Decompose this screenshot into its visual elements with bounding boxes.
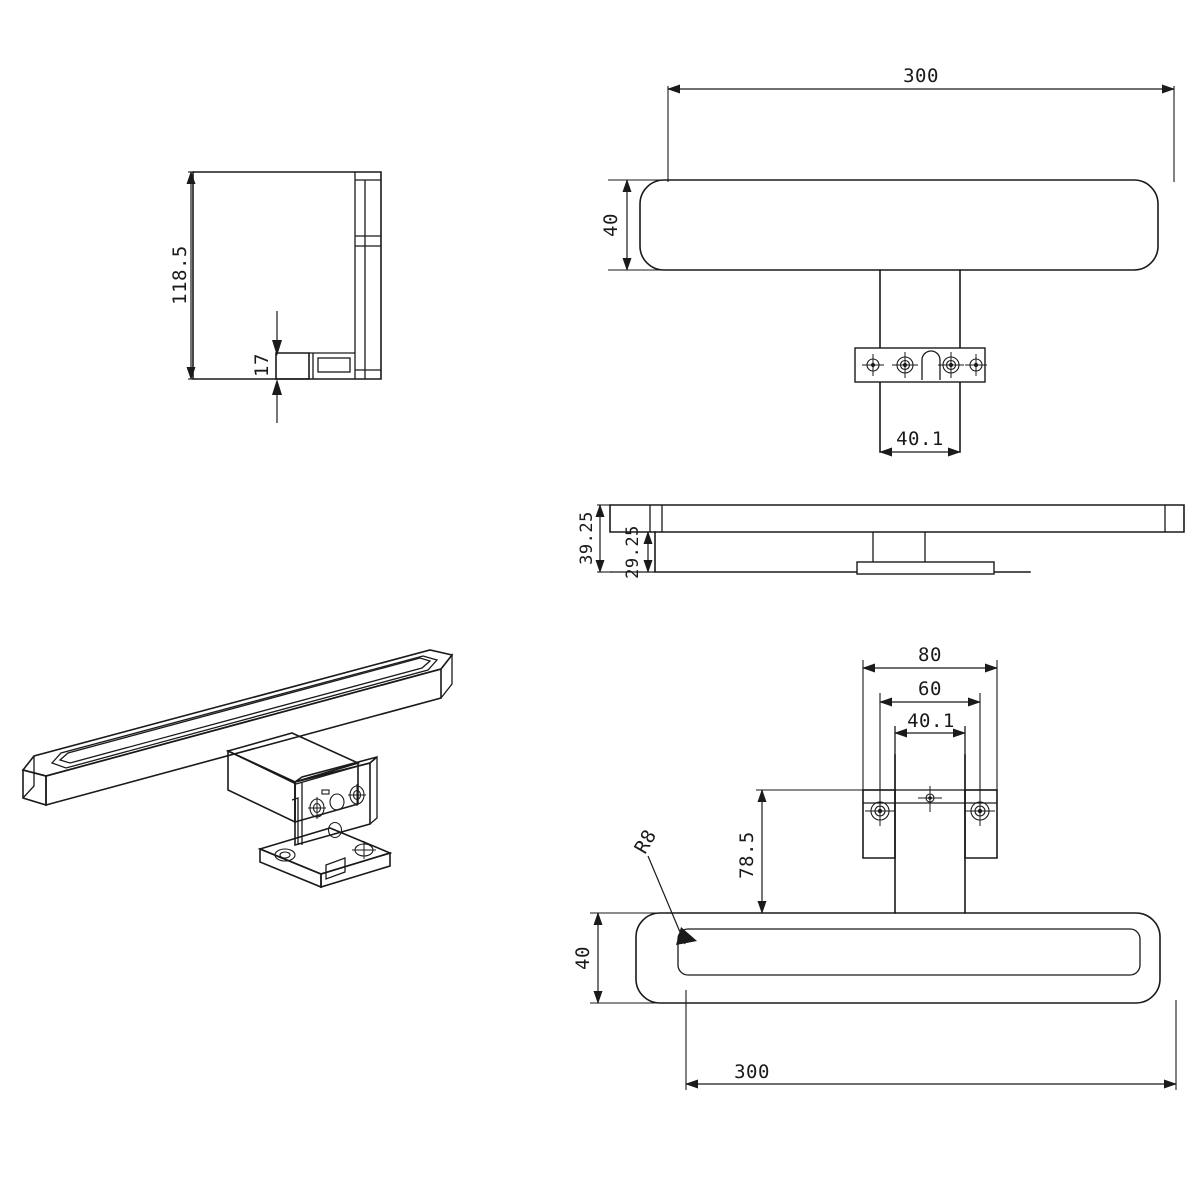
iso-wall-plate-top xyxy=(257,827,393,875)
iso-arm-top-face xyxy=(225,732,361,783)
center-arch-slot xyxy=(921,350,941,380)
iso-arm-left-face xyxy=(227,749,296,824)
iso-screw-right xyxy=(348,784,366,806)
arrow-17-up xyxy=(272,379,282,395)
view-side-left: 118.5 17 xyxy=(169,171,382,423)
bracket-ear-left xyxy=(862,789,896,859)
iso-bar-recess-inner xyxy=(58,657,432,764)
iso-arm-seam-a xyxy=(231,752,297,785)
view-isometric xyxy=(21,649,454,889)
side-left-slot xyxy=(317,357,351,373)
iso-plate-hole-left xyxy=(274,848,296,862)
iso-wall-plate-right xyxy=(320,851,391,889)
view-side-profile: 39.25 29.25 xyxy=(577,504,1185,579)
iso-lower-hole xyxy=(327,821,343,839)
dimension-78-5: 78.5 xyxy=(736,831,758,879)
bottom-front-body xyxy=(635,912,1161,1004)
top-front-body xyxy=(639,179,1159,271)
iso-junction-edge xyxy=(291,797,299,845)
arrow-17-down xyxy=(272,340,282,356)
dimension-300-bottom: 300 xyxy=(734,1061,770,1083)
iso-plate-hole-left-inner xyxy=(279,851,291,859)
bracket-ear-right xyxy=(964,789,998,859)
dimension-118-5: 118.5 xyxy=(169,245,191,305)
radius-leader-r8: R8 xyxy=(630,826,697,945)
view-top-front: 300 40 40.1 xyxy=(600,65,1175,457)
dimension-300-top: 300 xyxy=(903,65,939,87)
iso-bar-left-edge xyxy=(22,756,35,799)
dimension-40-bottom-view: 40 xyxy=(572,946,594,970)
dimension-29-25: 29.25 xyxy=(623,525,643,579)
profile-top-bar xyxy=(609,504,1185,533)
screw-hole-3 xyxy=(938,352,964,378)
side-left-outline xyxy=(192,171,382,380)
arrow-r8 xyxy=(676,927,697,945)
iso-arm-right-face xyxy=(294,761,359,824)
view-bottom-front: 80 60 40.1 78.5 40 R8 300 xyxy=(572,644,1177,1090)
dimension-r8: R8 xyxy=(630,826,661,858)
dimension-60: 60 xyxy=(918,678,942,700)
iso-junction-side xyxy=(369,755,378,825)
side-left-foot-block xyxy=(275,352,310,380)
screw-hole-2 xyxy=(892,352,918,378)
screw-hole-4 xyxy=(965,354,987,376)
bottom-front-inner-recess xyxy=(677,928,1141,976)
iso-plate-hole-right xyxy=(352,841,376,859)
dimension-40-top-view: 40 xyxy=(600,213,622,237)
dimension-39-25: 39.25 xyxy=(577,511,597,565)
iso-cable-hole xyxy=(329,793,345,811)
iso-screw-left xyxy=(308,797,326,819)
iso-bar-right-cap xyxy=(440,653,453,699)
dimension-40-1-bottom: 40.1 xyxy=(907,710,955,732)
iso-bar-recess xyxy=(50,655,439,769)
iso-bar-left-seam xyxy=(34,772,47,777)
dimension-17: 17 xyxy=(251,353,273,377)
dimension-40-1-top-view: 40.1 xyxy=(896,428,944,450)
bracket-center-mark xyxy=(918,786,942,812)
screw-hole-1 xyxy=(862,354,884,376)
profile-base-plate xyxy=(856,561,995,575)
iso-plate-notch xyxy=(325,857,346,880)
iso-small-slot xyxy=(321,789,330,795)
dimension-80: 80 xyxy=(918,644,942,666)
